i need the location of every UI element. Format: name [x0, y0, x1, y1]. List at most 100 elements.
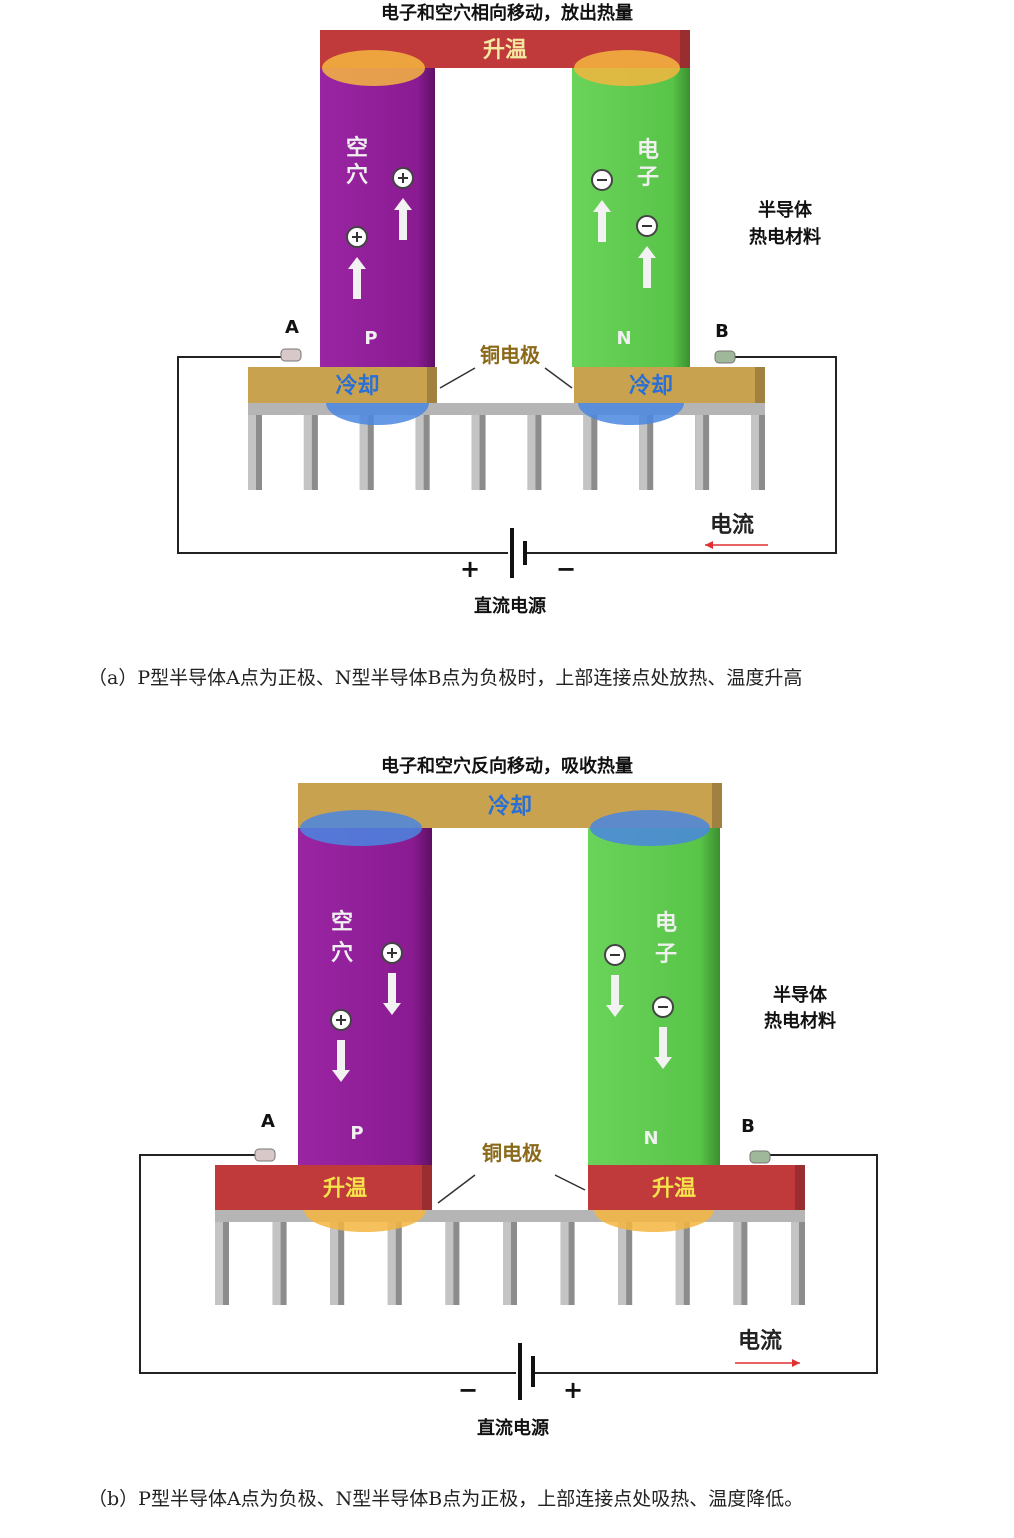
terminal-b-label: B	[741, 1116, 755, 1137]
terminal-b-label: B	[715, 321, 729, 342]
n-carrier-label-2: 子	[637, 165, 659, 190]
terminal-b-post	[714, 350, 736, 364]
n-carrier-label-2: 子	[655, 942, 677, 967]
bottom-left-electrode-label: 冷却	[335, 373, 379, 399]
n-type-column	[588, 828, 720, 1165]
terminal-b-post	[749, 1150, 771, 1164]
heatsink-base	[215, 1210, 805, 1222]
material-label-1: 半导体	[758, 199, 813, 221]
power-source-label: 直流电源	[477, 1417, 549, 1439]
bottom-right-electrode-label: 冷却	[629, 373, 673, 399]
bottom-left-electrode-shade	[422, 1165, 432, 1210]
current-label: 电流	[738, 1328, 782, 1354]
bottom-junction-glow	[594, 1210, 714, 1232]
bottom-right-electrode	[574, 367, 765, 403]
arrow-down-icon	[332, 1040, 350, 1082]
heatsink-fin-face	[527, 403, 536, 490]
bottom-left-electrode	[215, 1165, 432, 1210]
heatsink-fin-face	[303, 403, 312, 490]
heatsink-fin-face	[639, 403, 648, 490]
arrow-right-icon	[792, 1359, 800, 1367]
arrow-up-icon	[394, 198, 412, 240]
heatsink-fin-face	[618, 1210, 627, 1305]
heatsink-fin-face	[733, 1210, 742, 1305]
electrode-leader-line	[439, 367, 476, 389]
arrow-up-icon	[638, 246, 656, 288]
terminal-a-post	[280, 348, 302, 362]
top-electrode-shade	[712, 783, 722, 828]
circuit-wire	[177, 356, 837, 554]
electrode-leader-line	[437, 1174, 476, 1204]
copper-electrode-label: 铜电极	[480, 343, 541, 367]
diagram-title: 电子和空穴反向移动，吸收热量	[381, 755, 633, 777]
arrow-down-icon	[606, 975, 624, 1017]
battery-left-sign: +	[460, 555, 480, 583]
p-type-column	[298, 828, 432, 1165]
heatsink-fin-face	[503, 1210, 511, 1305]
heatsink-fin-face	[415, 403, 424, 490]
bottom-right-electrode-shade	[755, 367, 765, 403]
heatsink-fin-face	[791, 1210, 799, 1305]
n-carrier-label-1: 电	[655, 911, 677, 936]
heatsink-fin-face	[445, 1210, 454, 1305]
arrow-down-icon	[383, 973, 401, 1015]
diagram-title: 电子和空穴相向移动，放出热量	[381, 2, 633, 24]
power-source-label: 直流电源	[474, 595, 546, 617]
p-carrier-label-1: 空	[331, 909, 353, 935]
heatsink-fin-face	[471, 403, 480, 490]
n-type-label: N	[643, 1128, 658, 1149]
heatsink-fin-face	[330, 1210, 339, 1305]
bottom-left-electrode-shade	[427, 367, 437, 403]
p-type-column	[320, 68, 435, 367]
p-carrier-label-2: 穴	[331, 940, 353, 966]
p-type-label: P	[364, 328, 377, 349]
arrow-up-icon	[593, 200, 611, 242]
material-label-1: 半导体	[773, 984, 828, 1006]
electrode-leader-line	[554, 1174, 586, 1191]
terminal-a-post	[254, 1148, 276, 1162]
heatsink-fin-face	[248, 403, 256, 490]
heatsink-fin-face	[359, 403, 368, 490]
heatsink-fin-face	[215, 1210, 223, 1305]
heatsink-base	[248, 403, 765, 415]
top-junction-glow	[574, 50, 680, 86]
bottom-junction-glow	[304, 1210, 426, 1232]
top-junction-glow	[300, 810, 422, 846]
n-type-column	[572, 68, 690, 367]
p-carrier-label-2: 穴	[346, 162, 368, 188]
figure-caption: （b）P型半导体A点为负极、N型半导体B点为正极，上部连接点处吸热、温度降低。	[88, 1488, 803, 1510]
battery-right-sign: −	[556, 555, 576, 583]
top-junction-glow	[590, 810, 710, 846]
top-junction-glow	[322, 50, 425, 86]
terminal-a-label: A	[285, 317, 299, 338]
copper-electrode-label: 铜电极	[482, 1141, 543, 1165]
n-carrier-label-1: 电	[637, 138, 659, 163]
heatsink-fin-face	[387, 1210, 396, 1305]
arrow-down-icon	[654, 1027, 672, 1069]
top-electrode-shade	[680, 30, 690, 68]
battery-right-sign: +	[563, 1376, 583, 1404]
arrow-up-icon	[348, 257, 366, 299]
heatsink-fin-face	[751, 403, 759, 490]
bottom-right-electrode-label: 升温	[652, 1177, 696, 1202]
material-label-2: 热电材料	[764, 1010, 836, 1032]
terminal-a-label: A	[261, 1111, 275, 1132]
bottom-junction-glow	[326, 403, 429, 425]
battery-left-sign: −	[458, 1376, 478, 1404]
bottom-right-electrode	[588, 1165, 805, 1210]
electrode-leader-line	[544, 367, 573, 389]
current-label: 电流	[710, 512, 754, 538]
n-type-label: N	[616, 328, 631, 349]
p-type-label: P	[350, 1123, 363, 1144]
heatsink-fin-face	[560, 1210, 569, 1305]
p-carrier-label-1: 空	[346, 135, 368, 161]
top-electrode-label: 升温	[483, 38, 527, 63]
top-electrode-label: 冷却	[488, 794, 532, 820]
bottom-left-electrode	[248, 367, 437, 403]
heatsink-fin-face	[272, 1210, 281, 1305]
bottom-right-electrode-shade	[795, 1165, 805, 1210]
bottom-left-electrode-label: 升温	[323, 1177, 367, 1202]
